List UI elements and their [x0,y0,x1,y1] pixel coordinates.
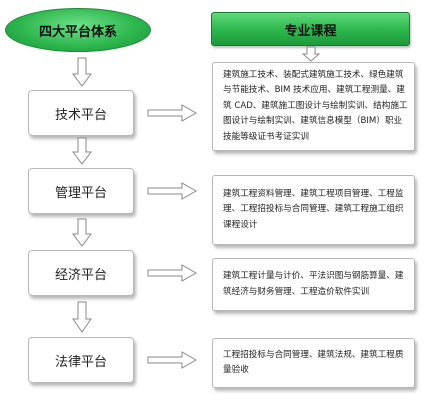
right-arrow-icon [147,264,198,282]
course-text: 工程招投标与合同管理、建筑法规、建筑工程质量验收 [223,349,404,376]
down-arrow-icon [72,301,92,333]
down-arrow-icon [72,137,92,165]
course-box-management: 建筑工程资料管理、建筑工程项目管理、工程监理、工程招投标与合同管理、建筑工程施工… [212,175,415,245]
platform-label: 技术平台 [54,107,107,123]
right-arrow-icon [147,104,198,122]
course-text: 建筑工程资料管理、建筑工程项目管理、工程监理、工程招投标与合同管理、建筑工程施工… [223,188,404,230]
platform-box-economy: 经济平台 [28,250,134,296]
platform-box-tech: 技术平台 [28,90,134,136]
platform-label: 经济平台 [54,267,107,283]
down-arrow-icon [301,46,321,62]
course-text: 建筑工程计量与计价、平法识图与钢筋算量、建筑经济与财务管理、工程造价软件实训 [223,271,404,297]
system-title-oval: 四大平台体系 [5,8,151,52]
right-arrow-icon [147,182,198,200]
course-box-tech: 建筑施工技术、装配式建筑施工技术、绿色建筑与节能技术、BIM 技术应用、建筑工程… [212,62,415,151]
courses-title-box: 专业课程 [211,12,410,46]
down-arrow-icon [72,57,92,87]
course-box-law: 工程招投标与合同管理、建筑法规、建筑工程质量验收 [212,338,415,388]
platform-label: 管理平台 [54,185,107,201]
system-title: 四大平台体系 [38,24,117,40]
platform-box-management: 管理平台 [28,168,134,214]
down-arrow-icon [72,218,92,247]
course-text: 建筑施工技术、装配式建筑施工技术、绿色建筑与节能技术、BIM 技术应用、建筑工程… [223,69,408,142]
course-box-economy: 建筑工程计量与计价、平法识图与钢筋算量、建筑经济与财务管理、工程造价软件实训 [212,258,415,311]
courses-title: 专业课程 [284,23,337,39]
platform-label: 法律平台 [54,354,107,370]
platform-box-law: 法律平台 [28,337,134,383]
right-arrow-icon [147,351,198,369]
